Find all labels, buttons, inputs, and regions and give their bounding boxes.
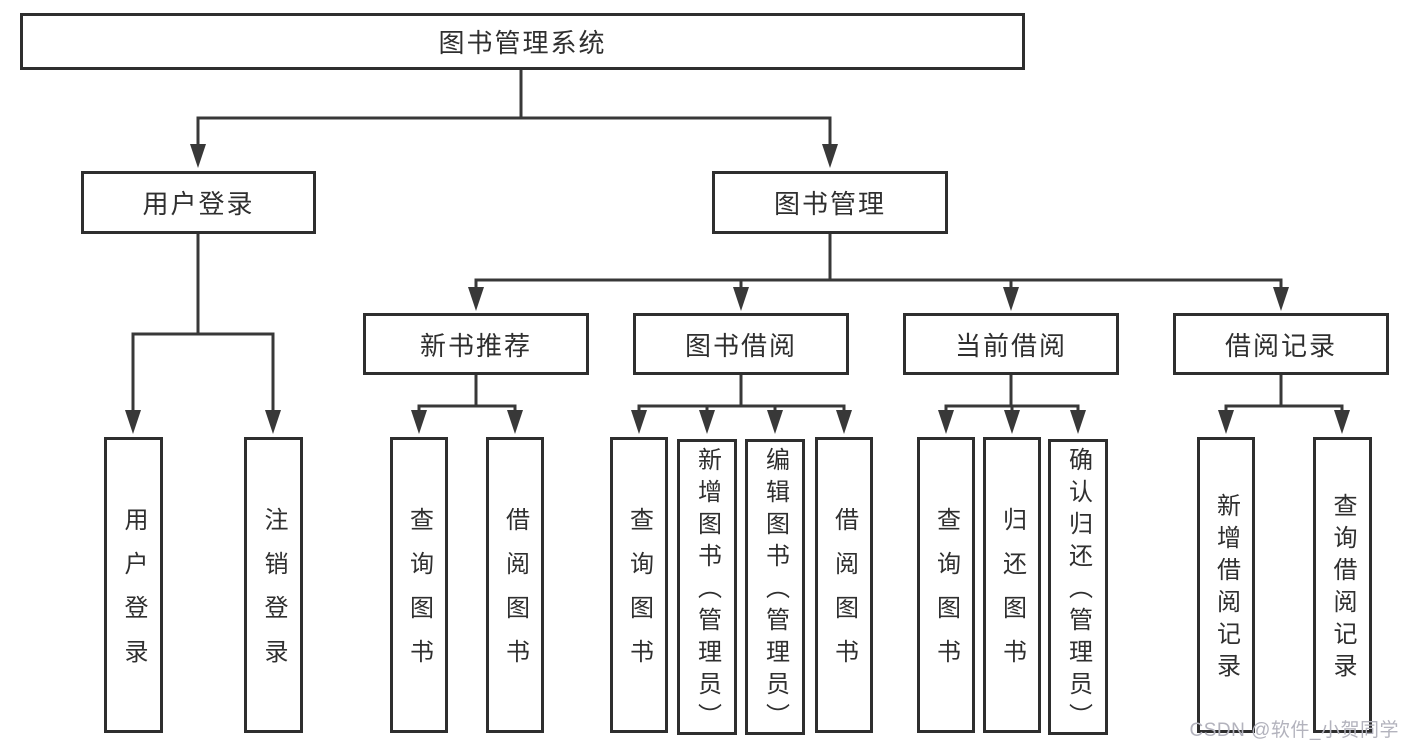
connector-new-book-recommend-to-leaves: [411, 373, 523, 434]
connector-book-management-to-level3: [468, 232, 1289, 311]
node-label: 查询图书: [405, 507, 433, 683]
leaf-borrow-add-book-admin: 新增图书（管理员）: [677, 439, 737, 735]
node-label: 借阅图书: [830, 507, 858, 683]
node-new-book-recommend: 新书推荐: [363, 313, 589, 375]
leaf-current-query-books: 查询图书: [917, 437, 975, 733]
node-label: 图书管理: [773, 189, 886, 219]
leaf-records-add-record: 新增借阅记录: [1197, 437, 1255, 733]
node-book-borrow: 图书借阅: [633, 313, 849, 375]
leaf-recommend-query-books: 查询图书: [390, 437, 448, 733]
connector-book-borrow-to-leaves: [631, 373, 852, 434]
node-system-root: 图书管理系统: [20, 13, 1025, 70]
node-label: 图书借阅: [684, 330, 797, 361]
csdn-watermark: CSDN @软件_小贺同学: [1189, 720, 1399, 741]
node-label: 编辑图书（管理员）: [761, 447, 789, 735]
leaf-current-confirm-return-admin: 确认归还（管理员）: [1048, 439, 1108, 735]
node-label: 用户登录: [120, 507, 147, 683]
leaf-recommend-borrow-books: 借阅图书: [486, 437, 544, 733]
connector-root-to-level2: [190, 67, 838, 168]
node-label: 查询借阅记录: [1329, 493, 1356, 685]
node-label: 借阅记录: [1224, 330, 1337, 361]
node-label: 当前借阅: [954, 330, 1067, 361]
node-label: 归还图书: [998, 507, 1026, 683]
node-book-management: 图书管理: [712, 171, 948, 234]
leaf-user-login: 用户登录: [104, 437, 163, 733]
leaf-borrow-query-books: 查询图书: [610, 437, 668, 733]
node-label: 新增借阅记录: [1212, 493, 1240, 685]
connector-borrow-records-to-leaves: [1218, 373, 1350, 434]
leaf-borrow-edit-book-admin: 编辑图书（管理员）: [745, 439, 805, 735]
connector-current-borrow-to-leaves: [938, 373, 1086, 434]
leaf-logout: 注销登录: [244, 437, 303, 733]
leaf-records-query-record: 查询借阅记录: [1313, 437, 1372, 733]
node-user-login: 用户登录: [81, 171, 316, 234]
node-label: 图书管理系统: [438, 28, 607, 58]
leaf-current-return-books: 归还图书: [983, 437, 1041, 733]
node-label: 查询图书: [932, 507, 960, 683]
node-label: 确认归还（管理员）: [1064, 447, 1092, 735]
node-label: 借阅图书: [501, 507, 529, 683]
connector-user-login-to-leaves: [125, 232, 281, 434]
node-label: 注销登录: [260, 507, 287, 683]
node-label: 用户登录: [142, 189, 255, 219]
node-label: 新书推荐: [419, 330, 532, 361]
node-label: 新增图书（管理员）: [693, 447, 721, 735]
leaf-borrow-borrow-books: 借阅图书: [815, 437, 873, 733]
node-label: 查询图书: [625, 507, 653, 683]
node-borrow-records: 借阅记录: [1173, 313, 1389, 375]
node-current-borrow: 当前借阅: [903, 313, 1119, 375]
